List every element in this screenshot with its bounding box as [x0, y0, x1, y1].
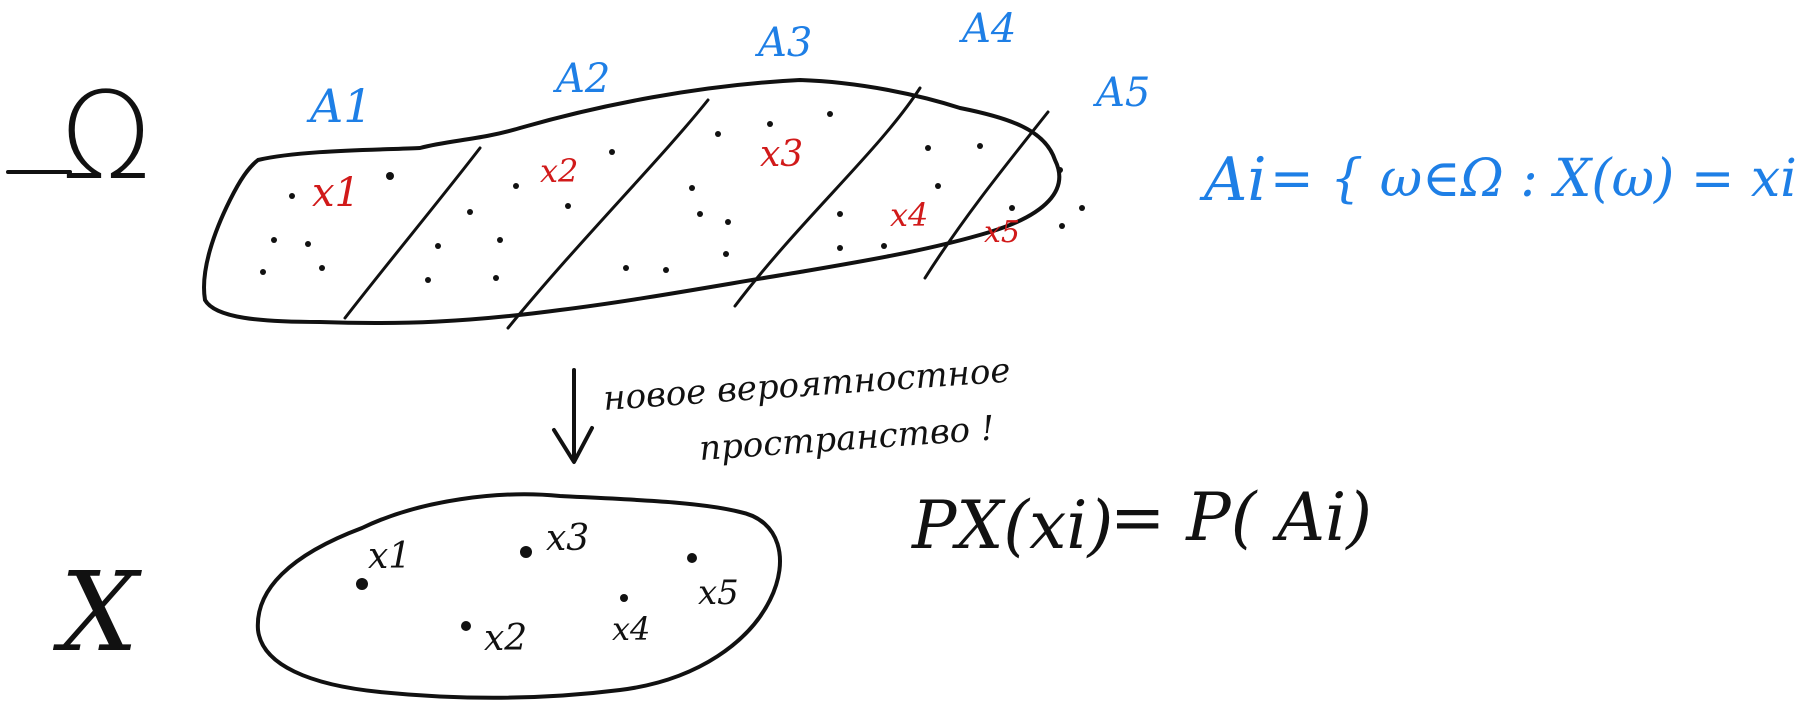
partition-line-3 — [733, 86, 922, 308]
arrow-caption: новое вероятностное пространство ! — [602, 351, 1012, 469]
definition-lhs: Ai — [1199, 145, 1267, 215]
caption-line-2: пространство ! — [698, 408, 996, 469]
outcome-label: x5 — [984, 215, 1020, 250]
point-dot — [687, 553, 697, 563]
event-labels: A1 A2 A3 A4 A5 — [306, 6, 1150, 133]
outcome-labels: x1 x2 x3 x4 x5 — [312, 134, 1020, 250]
event-label: A1 — [306, 79, 373, 133]
formula-lhs: PX(xi) — [911, 487, 1113, 564]
partition-line-1 — [343, 146, 482, 320]
x-space-points: x1 x2 x3 x4 x5 — [356, 518, 739, 659]
partition-line-4 — [923, 110, 1050, 280]
event-definition: Ai = { ω∈Ω : X(ω) = xi } — [1199, 145, 1810, 215]
event-label: A2 — [552, 56, 610, 102]
formula-rhs: = P( Ai) — [1110, 479, 1372, 556]
outcome-label: x1 — [312, 170, 360, 216]
point-dot — [520, 546, 532, 558]
definition-rhs: = { ω∈Ω : X(ω) = xi } — [1270, 149, 1810, 209]
outcome-label: x4 — [890, 196, 928, 234]
point-label: x3 — [546, 518, 589, 559]
x-space-outline — [255, 492, 782, 700]
event-label: A4 — [958, 6, 1016, 52]
event-label: A3 — [754, 20, 812, 66]
point-label: x5 — [698, 573, 739, 613]
point-dot — [620, 594, 628, 602]
point-dot — [461, 621, 471, 631]
partition-lines — [343, 86, 1050, 330]
omega-symbol: Ω — [60, 68, 152, 207]
point-label: x2 — [484, 618, 527, 659]
point-label: x4 — [612, 610, 650, 648]
event-label: A5 — [1092, 70, 1150, 116]
x-space-symbol: X — [52, 548, 142, 676]
pushforward-formula: PX(xi) = P( Ai) — [911, 479, 1372, 564]
caption-line-1: новое вероятностное — [602, 351, 1012, 419]
point-label: x1 — [368, 536, 411, 577]
outcome-label: x3 — [760, 134, 803, 175]
down-arrow-icon — [552, 368, 594, 464]
omega-label: Ω — [6, 68, 152, 207]
outcome-label: x2 — [540, 152, 578, 190]
omega-set-outline — [202, 78, 1062, 326]
partition-line-2 — [506, 98, 710, 330]
outcome-dots — [260, 111, 1085, 283]
point-dot — [356, 578, 368, 590]
